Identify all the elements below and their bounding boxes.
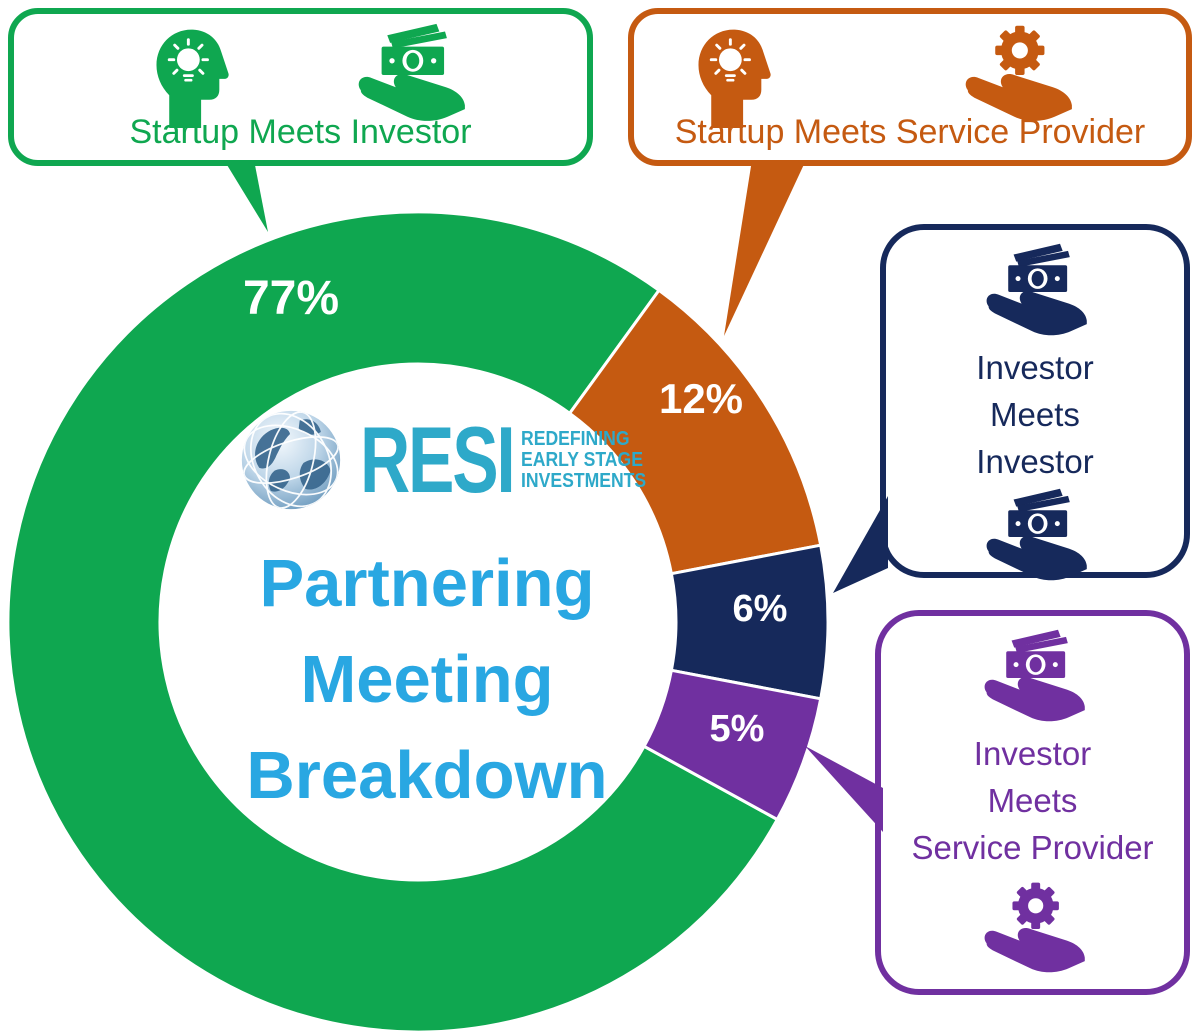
hand-money-icon: [976, 628, 1090, 728]
segment-value-label: 12%: [659, 375, 743, 422]
tagline-line: REDEFINING: [521, 427, 630, 450]
hand-money-icon: [978, 487, 1092, 587]
callout-line: Meets: [987, 782, 1078, 819]
callout-investor-meets-investor: Investor Meets Investor: [880, 224, 1190, 578]
hand-money-icon: [978, 242, 1092, 342]
resi-logo: RESI REDEFINING EARLY STAGE INVESTMENTS: [238, 404, 647, 516]
callout-label-startup-meets-service-provider: Startup Meets Service Provider: [674, 113, 1146, 151]
hand-gear-icon: [976, 879, 1090, 979]
callout-line: Investor: [976, 443, 1094, 480]
tagline-line: INVESTMENTS: [521, 469, 647, 492]
callout-pointer-green: [224, 160, 268, 232]
callout-startup-meets-service-provider: Startup Meets Service Provider: [628, 8, 1192, 166]
callout-pointer-purple: [805, 746, 883, 832]
tagline-line: EARLY STAGE: [521, 448, 644, 471]
segment-value-label: 6%: [733, 588, 788, 630]
globe-icon: [241, 410, 341, 510]
chart-title-line: Meeting: [300, 642, 554, 717]
chart-title-line: Breakdown: [246, 738, 608, 813]
segment-value-label: 77%: [243, 272, 339, 325]
callout-investor-meets-service-provider: Investor Meets Service Provider: [875, 610, 1190, 995]
chart-title: Partnering Meeting Breakdown: [132, 536, 722, 824]
resi-tagline: REDEFINING EARLY STAGE INVESTMENTS: [521, 427, 647, 492]
callout-label-startup-meets-investor: Startup Meets Investor: [129, 113, 472, 151]
callout-line: Investor: [973, 735, 1092, 772]
resi-wordmark: RESI: [360, 407, 516, 512]
callout-line: Investor: [976, 349, 1094, 386]
callout-line: Meets: [990, 396, 1080, 433]
chart-title-line: Partnering: [259, 546, 595, 621]
callout-startup-meets-investor: Startup Meets Investor: [8, 8, 593, 166]
callout-pointer-orange: [724, 160, 806, 336]
callout-line: Service Provider: [911, 829, 1154, 866]
